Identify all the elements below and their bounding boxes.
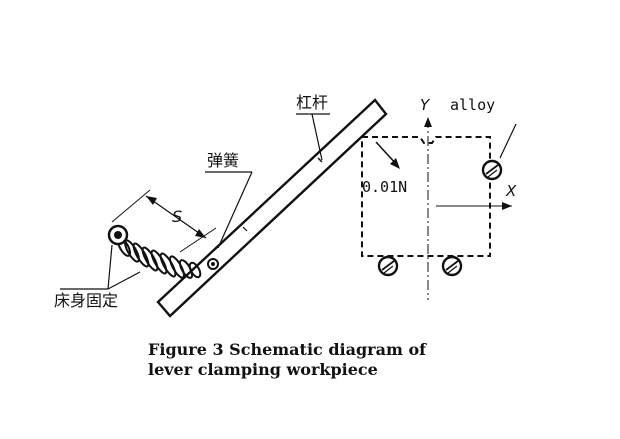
dimension-line [145,195,207,239]
lever-mark [242,226,248,232]
distance-label: S [172,207,182,226]
pin-hatch [383,265,394,274]
bed-leader [107,271,141,290]
alloy-leader [499,123,517,159]
y-axis-label: Y [420,96,431,114]
dimension-extension [179,227,217,253]
lever-label: 杠杆 [296,93,328,112]
bed-leader [107,244,113,290]
tolerance-label: 0.01N [362,178,407,196]
x-axis-label: X [505,182,517,200]
pin-hatch [485,164,499,175]
y-axis-arrow [424,117,432,127]
lever-attachment-pin-center [211,262,215,266]
dimension-arrowhead [146,196,157,205]
pin-hatch [487,169,498,178]
spring-leader-arrow [217,171,253,249]
dimension-extension [111,189,151,223]
spring-label: 弹簧 [207,151,239,170]
dimension-arrowhead [195,229,206,238]
figure-caption-line1: Figure 3 Schematic diagram of [148,340,427,359]
spring-anchor-pin-center [114,231,122,239]
x-axis-arrow [502,202,512,210]
pin-hatch [381,260,395,271]
lever-leader-arrow [311,113,323,161]
material-label: alloy [450,96,495,114]
bed-fixed-label: 床身固定 [54,291,118,310]
tolerance-arrowhead [390,158,400,169]
pin-hatch [447,265,458,274]
spring-link [123,239,129,247]
workpiece-outline [361,136,491,257]
lever-mark [317,157,323,163]
lever-bar [156,98,388,318]
pin-hatch [445,260,459,271]
figure-caption-line2: lever clamping workpiece [148,360,378,379]
